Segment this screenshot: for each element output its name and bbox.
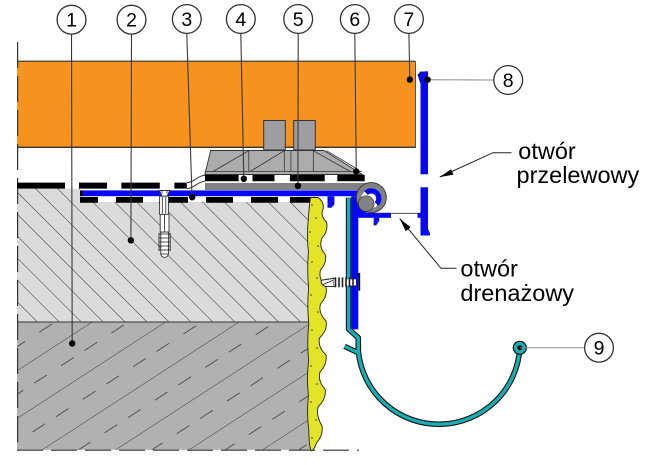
svg-text:4: 4 bbox=[235, 9, 246, 31]
svg-text:otwór: otwór bbox=[518, 138, 576, 164]
svg-text:drenażowy: drenażowy bbox=[460, 280, 574, 306]
svg-text:7: 7 bbox=[403, 9, 414, 31]
svg-text:9: 9 bbox=[594, 338, 605, 360]
svg-text:przelewowy: przelewowy bbox=[517, 162, 640, 188]
svg-text:3: 3 bbox=[181, 9, 192, 31]
svg-text:2: 2 bbox=[126, 10, 137, 32]
svg-text:8: 8 bbox=[503, 70, 514, 92]
svg-text:6: 6 bbox=[349, 9, 360, 31]
svg-text:5: 5 bbox=[293, 9, 304, 31]
svg-text:1: 1 bbox=[66, 10, 77, 32]
svg-text:otwór: otwór bbox=[460, 256, 518, 282]
